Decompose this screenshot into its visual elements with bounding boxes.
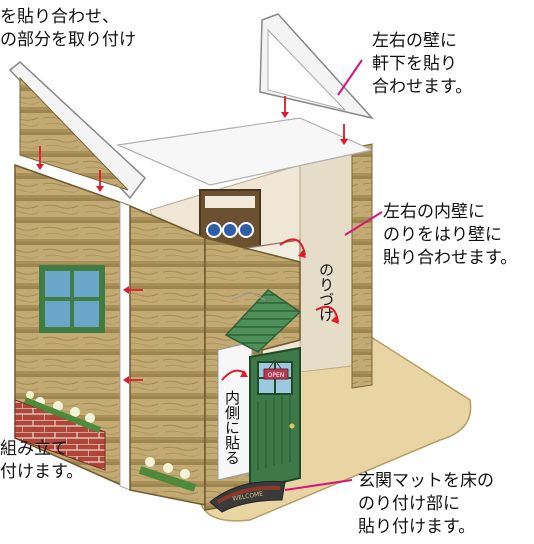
down-arrow-icon [36, 96, 348, 192]
open-sign: OPEN [263, 359, 289, 380]
curve-arrow-icon-2 [315, 306, 339, 323]
annotation-bottom-left: 組み立て 付けます。 [0, 439, 84, 482]
curve-arrow-icon [279, 238, 306, 256]
left-gable-logs [19, 76, 129, 191]
glue-label-vertical: のりづけ [317, 262, 335, 322]
inside-label-vertical: 内側に貼る [223, 390, 241, 465]
right-inner-wall [299, 149, 361, 373]
glue-strip [119, 201, 131, 491]
front-log-wall [129, 204, 206, 506]
flowers-left [23, 391, 102, 433]
green-awning [224, 289, 302, 353]
welcome-mat: WELCOME [209, 480, 286, 513]
leader-line-mat [284, 479, 353, 491]
annotation-inner-wall: 左右の内壁に のりをはり壁に 貼り合わせます。 [383, 202, 518, 268]
leader-line-eaves [337, 59, 363, 96]
right-post [351, 143, 373, 389]
annotation-top-left: を貼り合わせ、 の部分を取り付け [0, 7, 136, 50]
roof-panel [115, 117, 374, 186]
annotation-mat: 玄関マットを床の のり付け部に 貼り付けます。 [358, 471, 494, 537]
leader-line-inner-wall [344, 211, 383, 236]
annotation-eaves: 左右の壁に 軒下を貼り 合わせます。 [372, 31, 473, 97]
open-sign-text: OPEN [268, 372, 285, 379]
flowers-right [138, 457, 197, 492]
left-arrow-icon [123, 286, 143, 384]
